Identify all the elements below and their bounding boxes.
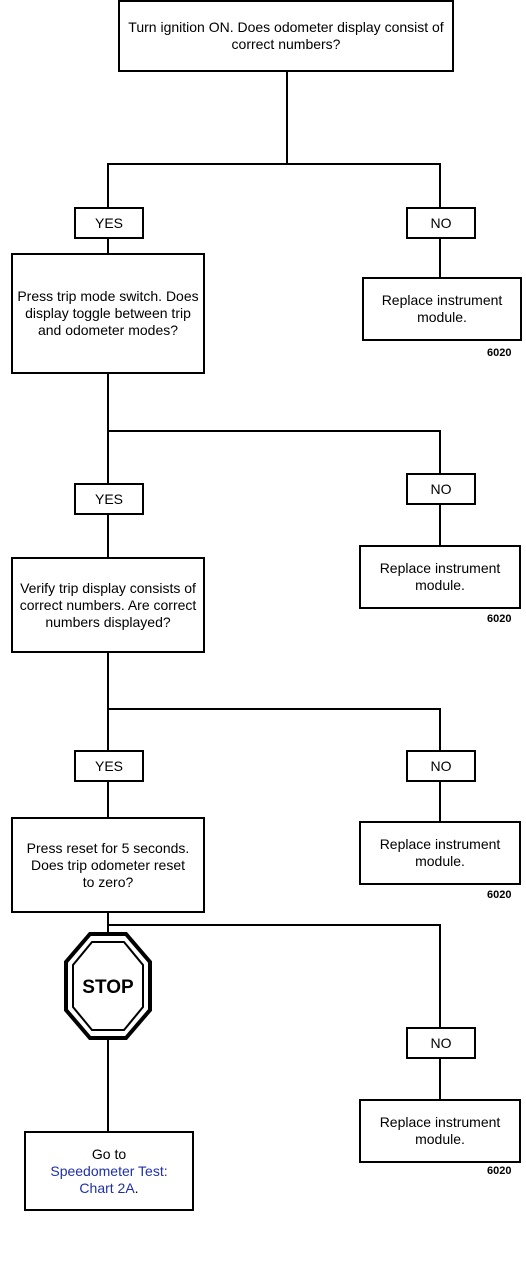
action-text: Replace instrument module.	[379, 836, 501, 869]
question-box: Press reset for 5 seconds. Does trip odo…	[11, 817, 205, 913]
connector	[439, 1058, 441, 1100]
no-box: NO	[406, 207, 476, 239]
code-label: 6020	[487, 613, 512, 625]
connector	[107, 782, 109, 818]
code-label: 6020	[487, 347, 512, 359]
no-label: NO	[430, 1034, 452, 1051]
question-text: Press reset for 5 seconds. Does trip odo…	[26, 839, 190, 890]
connector	[107, 653, 109, 751]
question-box: Press trip mode switch. Does display tog…	[11, 253, 205, 374]
yes-label: YES	[94, 214, 123, 231]
connector	[107, 924, 441, 926]
connector	[107, 1040, 109, 1132]
question-text: Verify trip display consists of correct …	[19, 579, 197, 630]
stop-label: STOP	[82, 977, 134, 998]
connector	[107, 430, 441, 432]
connector	[439, 163, 441, 207]
yes-label: YES	[94, 757, 123, 774]
final-prefix: Go to	[91, 1145, 127, 1162]
connector	[107, 238, 109, 254]
connector	[286, 72, 288, 164]
action-box: Replace instrument module.	[359, 1099, 521, 1163]
action-box: Replace instrument module.	[359, 545, 521, 609]
connector	[439, 430, 441, 474]
no-box: NO	[406, 1027, 476, 1059]
action-box: Replace instrument module.	[359, 821, 521, 885]
connector	[439, 238, 441, 278]
start-question-box: Turn ignition ON. Does odometer display …	[118, 0, 454, 72]
final-box: Go to Speedometer Test: Chart 2A.	[24, 1131, 194, 1211]
yes-box: YES	[74, 483, 144, 515]
action-box: Replace instrument module.	[362, 277, 522, 341]
final-suffix: .	[134, 1179, 139, 1196]
connector	[107, 163, 109, 207]
no-label: NO	[430, 214, 452, 231]
yes-box: YES	[74, 207, 144, 239]
action-text: Replace instrument module.	[379, 560, 501, 593]
code-label: 6020	[487, 889, 512, 901]
stop-sign-shape: STOP	[64, 932, 152, 1040]
yes-box: YES	[74, 750, 144, 782]
connector	[439, 924, 441, 1028]
final-link-line: Speedometer Test: Chart 2A.	[26, 1163, 192, 1197]
connector	[107, 163, 441, 165]
connector	[107, 514, 109, 558]
connector	[107, 374, 109, 484]
no-label: NO	[430, 480, 452, 497]
stop-sign-icon: STOP	[64, 932, 152, 1045]
connector	[439, 708, 441, 751]
no-label: NO	[430, 757, 452, 774]
question-text: Press trip mode switch. Does display tog…	[17, 288, 199, 338]
connector	[439, 504, 441, 546]
no-box: NO	[406, 473, 476, 505]
question-box: Verify trip display consists of correct …	[11, 557, 205, 653]
connector	[439, 782, 441, 822]
action-text: Replace instrument module.	[381, 292, 503, 325]
action-text: Replace instrument module.	[379, 1114, 501, 1147]
start-question-text: Turn ignition ON. Does odometer display …	[128, 19, 444, 52]
connector	[107, 708, 441, 710]
no-box: NO	[406, 750, 476, 782]
yes-label: YES	[94, 490, 123, 507]
code-label: 6020	[487, 1165, 512, 1177]
speedometer-test-link[interactable]: Speedometer Test: Chart 2A	[50, 1162, 168, 1196]
